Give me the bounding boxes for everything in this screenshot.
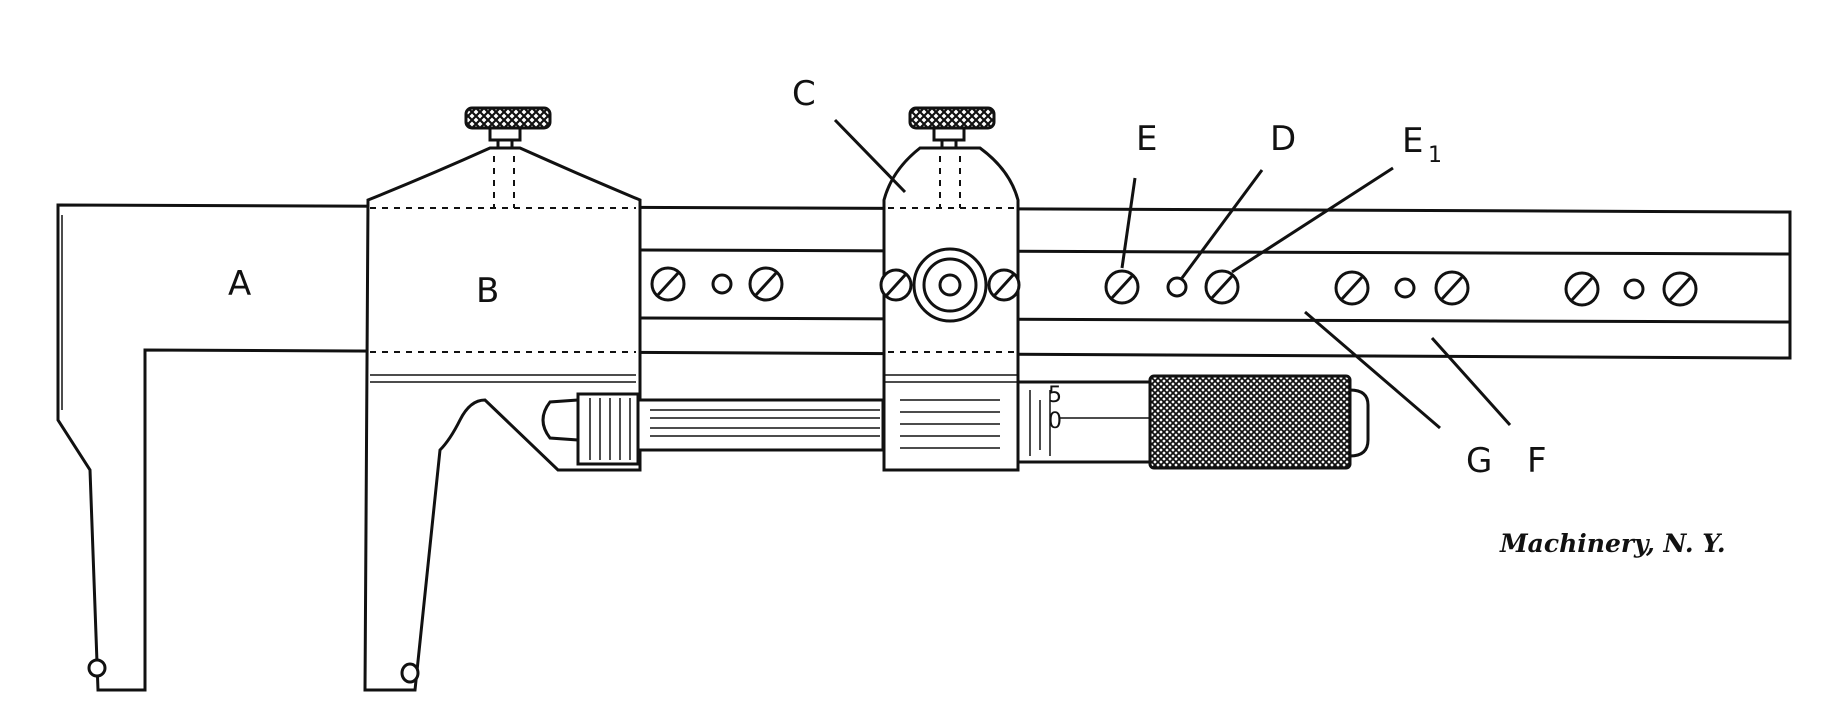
scale-digit-bottom: 0 xyxy=(1048,409,1062,434)
label-e: E xyxy=(1136,119,1157,159)
label-e1: E xyxy=(1402,121,1423,161)
scale-digit-top: 5 xyxy=(1048,383,1062,408)
sliding-jaw-b xyxy=(363,106,642,692)
jaw-a-tip xyxy=(87,658,107,678)
label-c: C xyxy=(792,74,816,114)
screw-group-3 xyxy=(1334,270,1470,306)
label-e1-subscript: 1 xyxy=(1428,143,1442,168)
screw-group-1 xyxy=(650,266,784,302)
adjusting-rod xyxy=(541,392,885,466)
head-c xyxy=(879,106,1021,472)
publisher-credit: Machinery, N. Y. xyxy=(1499,529,1726,558)
leader-lines xyxy=(833,118,1512,430)
label-g: G xyxy=(1466,441,1492,481)
screw-group-2 xyxy=(1104,269,1240,305)
micrometer-thimble xyxy=(1016,374,1370,470)
label-b: B xyxy=(476,271,499,311)
label-a: A xyxy=(228,264,251,304)
screw-group-4 xyxy=(1564,271,1698,307)
label-d: D xyxy=(1270,119,1296,159)
label-f: F xyxy=(1527,441,1547,481)
